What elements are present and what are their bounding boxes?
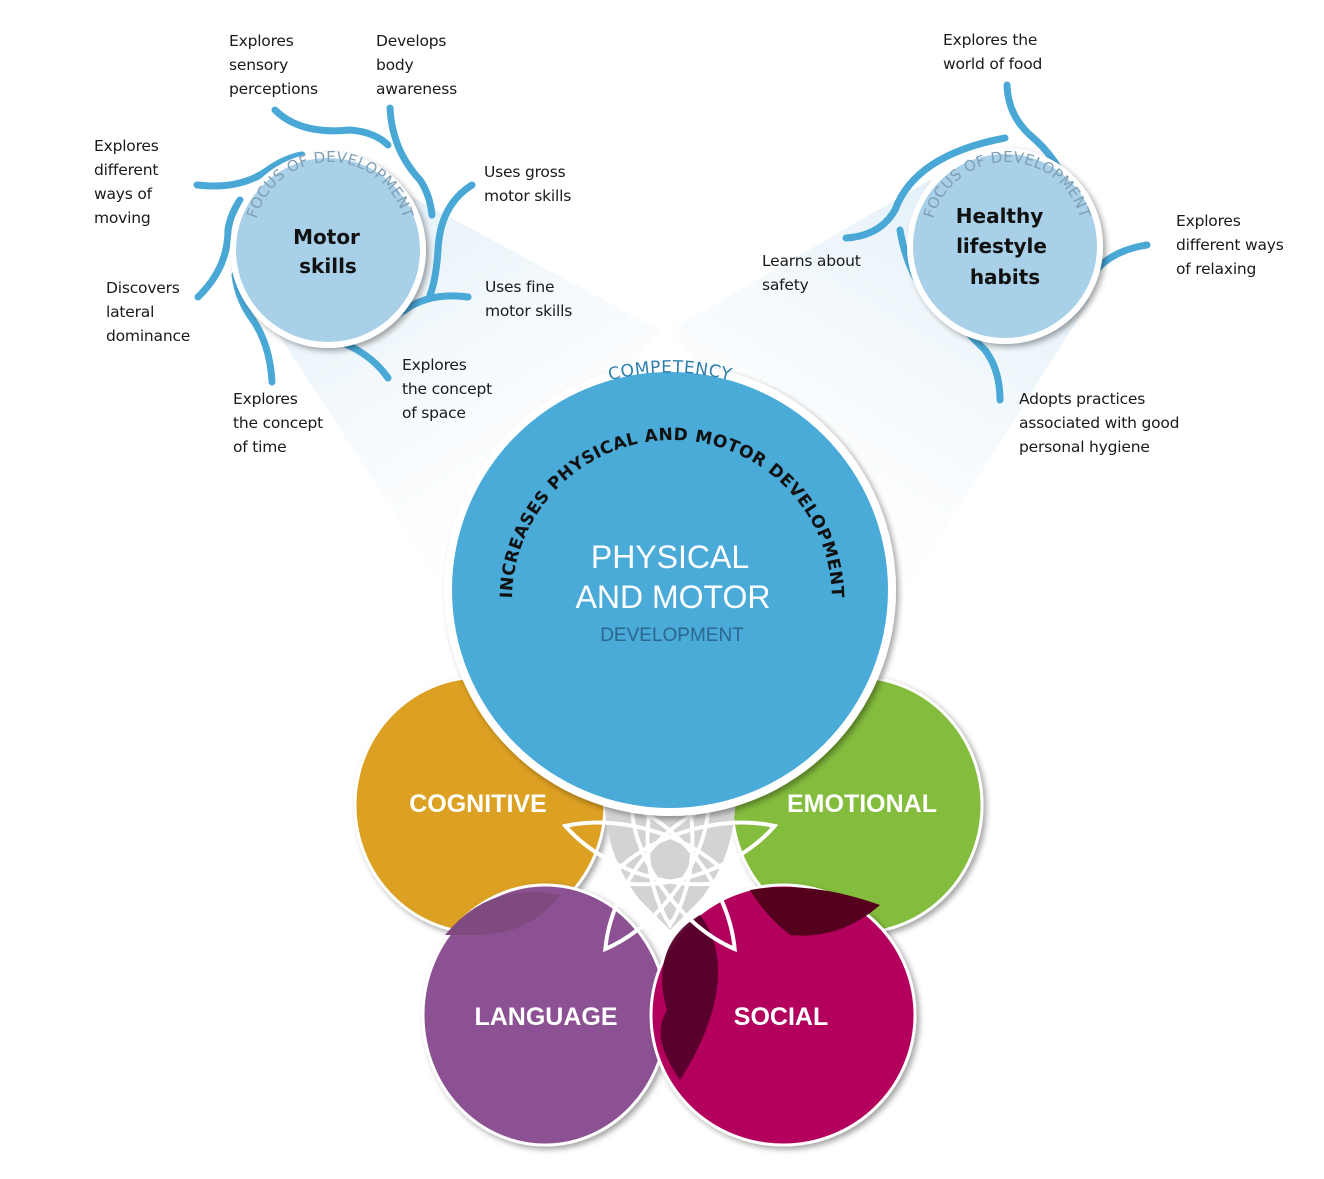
- domain-label-social: SOCIAL: [734, 1003, 828, 1031]
- focus-motor-skills: FOCUS OF DEVELOPMENT Motor skills Explor…: [94, 32, 572, 456]
- focus-healthy-lifestyle: FOCUS OF DEVELOPMENT Healthy lifestyle h…: [762, 31, 1284, 456]
- competency-circle: COMPETENCY INCREASES PHYSICAL AND MOTOR …: [444, 357, 896, 816]
- competency-subtitle: DEVELOPMENT: [600, 625, 744, 646]
- domain-label-language: LANGUAGE: [474, 1003, 617, 1031]
- overlap-cognitive-language: [445, 891, 560, 935]
- center-gray-region: [604, 780, 736, 930]
- social-circle: [649, 883, 917, 1147]
- focus-title-healthy: Healthy lifestyle habits: [956, 204, 1054, 289]
- competency-title-line2: AND MOTOR: [576, 579, 771, 615]
- competency-title-line1: PHYSICAL: [591, 539, 749, 575]
- overlap-language-social: [660, 915, 719, 1080]
- focus-title-motor: Motor skills: [293, 225, 367, 278]
- domain-label-cognitive: COGNITIVE: [409, 790, 547, 818]
- domain-label-emotional: EMOTIONAL: [787, 790, 937, 818]
- overlap-emotional-social: [750, 887, 880, 936]
